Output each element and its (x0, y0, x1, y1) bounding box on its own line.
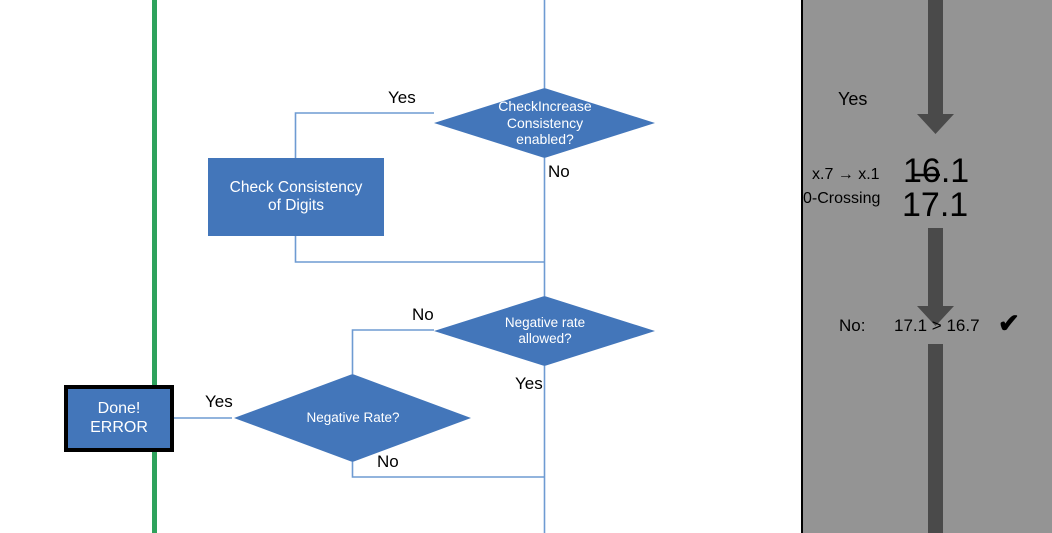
process-check-consistency-of-digits[interactable]: Check Consistency of Digits (208, 158, 384, 236)
panel-value-struck: 16.1 (903, 152, 970, 190)
edge-negallowed-no (351, 329, 434, 374)
arrow-head-1 (917, 114, 954, 134)
panel-arrows (913, 0, 954, 533)
decision-negative-rate-allowed (434, 296, 655, 366)
arrow-shaft-2 (928, 228, 943, 312)
terminator-done-error[interactable]: Done! ERROR (64, 385, 174, 452)
panel-rule-label-line1: x.7 → x.1 (812, 166, 880, 183)
process-check-digits-line1: Check Consistency (229, 178, 363, 196)
decision-check-increase-consistency (434, 88, 655, 158)
arrow-head-2 (917, 306, 954, 326)
terminator-done-line1: Done! (97, 399, 141, 417)
panel-value-current: 17.1 (902, 186, 969, 224)
edge-label-checkincrease-no: No (548, 162, 570, 181)
edge-label-negrate-yes: Yes (205, 392, 233, 411)
decision-negative-rate (234, 374, 471, 462)
edge-label-checkincrease-yes: Yes (388, 88, 416, 107)
arrow-shaft-3 (928, 344, 943, 533)
edge-label-negallowed-yes: Yes (515, 374, 543, 393)
edge-label-negrate-no: No (377, 452, 399, 471)
panel-check-mark: ✔ (998, 308, 1020, 338)
edge-negrate-no (351, 462, 545, 478)
terminator-error-line2: ERROR (90, 418, 148, 436)
annotation-panel: Yes x.7 → x.1 0-Crossing 16.1 17.1 No: 1… (801, 0, 1052, 533)
panel-no-label: No: (839, 316, 866, 335)
panel-comparison: 17.1 > 16.7 (894, 316, 980, 335)
green-vertical-rule (152, 0, 157, 533)
panel-yes-label: Yes (838, 89, 868, 109)
flowchart-connectors (173, 0, 655, 533)
arrow-shaft-1 (928, 0, 943, 118)
edge-label-negallowed-no: No (412, 305, 434, 324)
panel-rule-label-line2: 0-Crossing (803, 190, 881, 207)
process-check-digits-line2: of Digits (267, 197, 324, 214)
